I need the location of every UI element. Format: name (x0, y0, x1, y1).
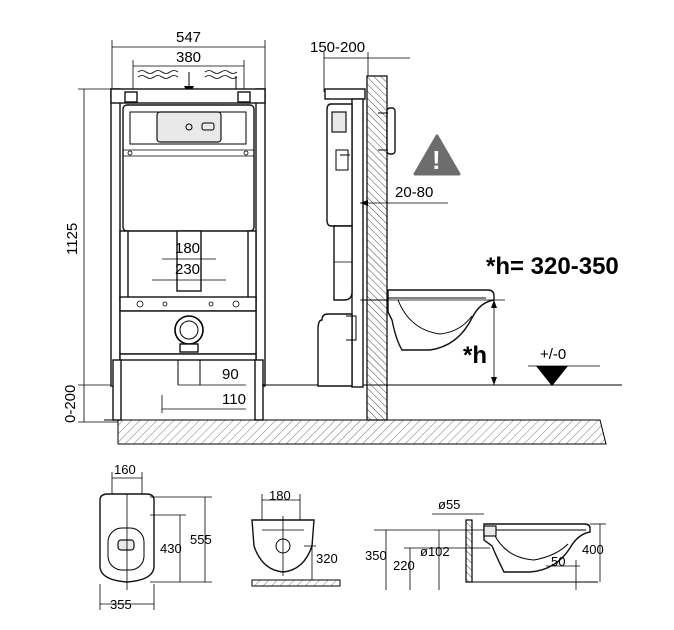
water-wave-left (137, 70, 179, 74)
frame-left-rail (110, 88, 121, 387)
dim-555: 555 (190, 532, 212, 547)
frame-left-leg (112, 359, 122, 421)
dim-0-200: 0-200 (62, 385, 79, 423)
dim-350: 350 (365, 548, 387, 563)
warning-mark: ! (432, 145, 441, 175)
dim-220: 220 (393, 558, 415, 573)
dim-430: 430 (160, 541, 182, 556)
frame-crossbar (119, 296, 257, 312)
level-marker-icon (536, 366, 568, 386)
floor-level-label: +/-0 (540, 346, 566, 363)
side-view: 150-200 20-80 ! *h= 320-350 (310, 39, 619, 421)
dim-1125: 1125 (64, 223, 81, 255)
warning-icon (413, 134, 461, 176)
dim-102: ø102 (420, 544, 450, 559)
dim-320: 320 (316, 551, 338, 566)
dim-110: 110 (222, 391, 246, 408)
dim-150-200: 150-200 (310, 39, 365, 56)
bowl-rear-view: 180 320 (251, 488, 341, 587)
dim-180: 180 (175, 240, 200, 257)
dim-380: 380 (176, 49, 201, 66)
bowl-side-view: ø55 ø102 350 220 50 400 (365, 497, 606, 590)
side-frame-post (351, 98, 364, 388)
side-cistern (326, 103, 353, 227)
dim-230: 230 (175, 261, 200, 278)
height-range-label: *h= 320-350 (486, 253, 619, 280)
frame-right-leg (254, 359, 264, 421)
water-wave-right (204, 70, 238, 74)
frame-right-rail (255, 88, 266, 387)
toilet-bowl-side (387, 289, 495, 351)
flush-pipe (176, 230, 202, 292)
front-view: 547 380 1125 0-200 (62, 29, 269, 423)
flush-mechanism (156, 111, 222, 143)
dim-400: 400 (582, 542, 604, 557)
bowl-top-view: 160 430 555 355 (99, 462, 212, 612)
side-drain-bend (317, 313, 353, 387)
dim-160: 160 (114, 462, 136, 477)
flush-plate (386, 107, 396, 155)
bowl-side-outline (483, 523, 591, 573)
dim-547: 547 (176, 29, 201, 46)
dim-20-80: 20-80 (395, 184, 433, 201)
dim-55: ø55 (438, 497, 460, 512)
dim-50: 50 (551, 554, 565, 569)
dim-90: 90 (222, 366, 239, 383)
dim-180-rear: 180 (269, 488, 291, 503)
dim-355: 355 (110, 597, 132, 612)
wall (366, 75, 388, 421)
height-label: *h (463, 342, 487, 369)
